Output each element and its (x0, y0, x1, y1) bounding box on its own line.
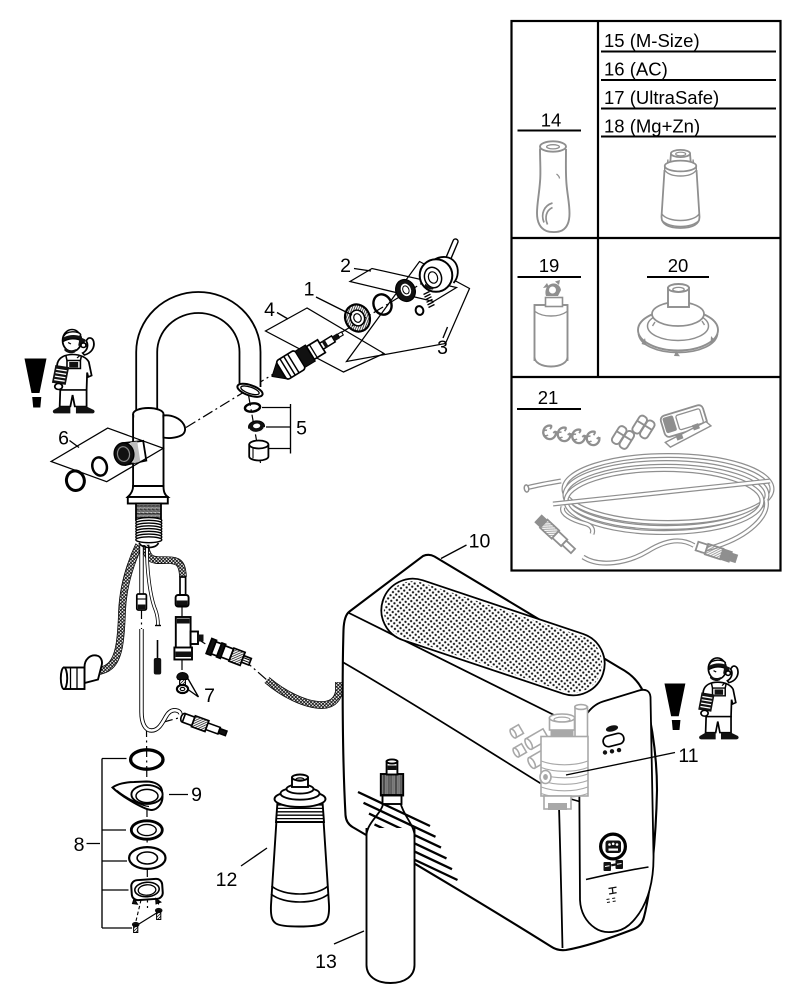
svg-text:20: 20 (668, 255, 689, 276)
svg-text:19: 19 (539, 255, 560, 276)
svg-text:14: 14 (541, 110, 562, 131)
svg-text:11: 11 (678, 745, 698, 767)
svg-text:1: 1 (304, 279, 315, 301)
svg-text:21: 21 (538, 387, 559, 408)
svg-text:6: 6 (58, 428, 69, 450)
svg-text:12: 12 (216, 869, 238, 891)
svg-text:17 (UltraSafe): 17 (UltraSafe) (604, 87, 719, 108)
svg-text:4: 4 (264, 299, 275, 321)
svg-text:13: 13 (315, 951, 337, 973)
svg-text:8: 8 (74, 834, 85, 856)
svg-text:15 (M-Size): 15 (M-Size) (604, 30, 700, 51)
svg-text:3: 3 (437, 337, 448, 359)
svg-text:18 (Mg+Zn): 18 (Mg+Zn) (604, 116, 700, 137)
svg-text:10: 10 (469, 531, 491, 553)
svg-text:5: 5 (296, 418, 307, 440)
svg-text:9: 9 (191, 784, 202, 806)
svg-text:16 (AC): 16 (AC) (604, 59, 668, 80)
svg-text:2: 2 (340, 255, 351, 277)
svg-text:7: 7 (204, 685, 215, 707)
